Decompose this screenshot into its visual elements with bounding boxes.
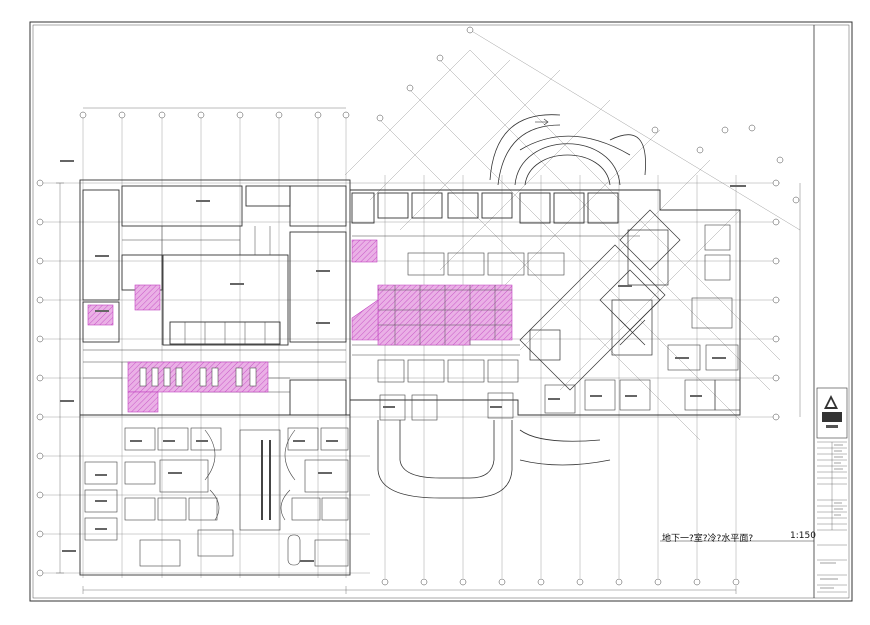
corridor-units [139,367,257,387]
grid-bubbles-right [772,179,780,421]
center-block [350,189,741,416]
dimension-lines [56,107,801,594]
flow-arrow [535,118,549,126]
diagonal-grid-bubbles [376,26,800,204]
grid-bubbles-left [36,179,44,577]
firm-logo [822,395,842,428]
orthogonal-grid [40,118,780,578]
title-block-entries [820,444,843,589]
drawing-scale: 1:150 [790,531,816,541]
title-block [813,25,848,598]
ktv-rooms [84,427,349,567]
rotated-core [519,209,681,391]
duct-lines [378,285,512,345]
drawing-title: 地下一?室?冷?水平面? [662,534,754,544]
diagonal-grid [344,29,801,441]
sw-curves [204,429,301,566]
grid-bubbles-top [79,111,350,119]
room-tags [60,160,746,562]
outer-border [29,21,853,602]
title-block-rows [817,441,847,593]
inner-border [32,24,850,599]
ramp-curves [377,114,646,499]
grid-bubbles-bottom [381,578,740,586]
east-rooms [379,224,741,421]
highlighted-zones [87,239,513,413]
